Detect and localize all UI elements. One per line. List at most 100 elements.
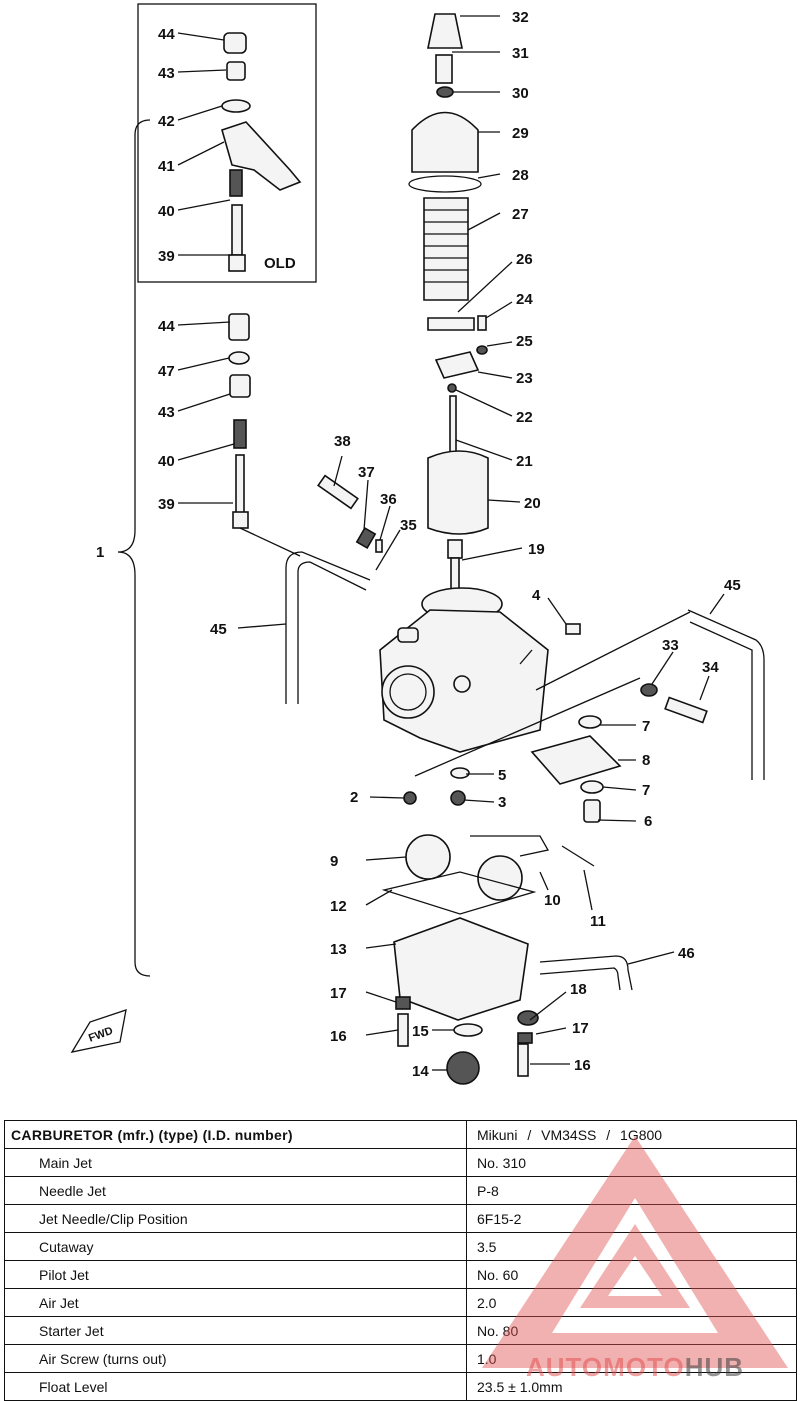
callout-17a: 17 [330,985,347,1002]
callout-7b: 7 [642,782,650,799]
row-value: No. 310 [466,1148,797,1177]
old-parts-group [221,32,302,272]
callout-33: 33 [662,637,679,654]
right-side-parts [530,623,708,823]
row-value: 2.0 [466,1288,797,1317]
leader-lines [177,15,725,1071]
row-value: P-8 [466,1176,797,1205]
row-value: 3.5 [466,1232,797,1261]
callout-26: 26 [516,251,533,268]
screws-36-38 [317,474,383,553]
assembly-brace [117,119,151,977]
callout-2: 2 [350,789,358,806]
callout-45a: 45 [210,621,227,638]
table-row: Air Screw (turns out)1.0 [4,1344,797,1373]
callout-43b: 43 [158,404,175,421]
callout-30: 30 [512,85,529,102]
callout-42: 42 [158,113,175,130]
row-value: 23.5 ± 1.0mm [466,1372,797,1401]
callout-10: 10 [544,892,561,909]
callout-9: 9 [330,853,338,870]
callout-44a: 44 [158,26,175,43]
callout-36: 36 [380,491,397,508]
callout-28: 28 [512,167,529,184]
fwd-arrow-icon: FWD [70,1009,127,1053]
row-label: Main Jet [4,1148,467,1177]
table-header-row: CARBURETOR (mfr.) (type) (I.D. number) M… [4,1120,797,1149]
callout-22: 22 [516,409,533,426]
throttle-top-stack [408,13,489,597]
row-label: Cutaway [4,1232,467,1261]
header-label: CARBURETOR (mfr.) (type) (I.D. number) [4,1120,467,1149]
carburetor-exploded-diagram: OLD [70,3,765,1085]
float-bowl-group [381,834,595,1085]
row-label: Jet Needle/Clip Position [4,1204,467,1233]
callout-20: 20 [524,495,541,512]
callout-11: 11 [590,913,606,930]
row-value: No. 60 [466,1260,797,1289]
row-label: Air Screw (turns out) [4,1344,467,1373]
callout-34: 34 [702,659,719,676]
row-value: 1.0 [466,1344,797,1373]
callout-12: 12 [330,898,347,915]
header-value: Mikuni / VM34SS / 1G800 [466,1120,797,1149]
callout-29: 29 [512,125,529,142]
callout-41: 41 [158,158,175,175]
callout-40a: 40 [158,203,175,220]
callout-27: 27 [512,206,529,223]
callout-18: 18 [570,981,587,998]
callout-19: 19 [528,541,545,558]
row-value: 6F15-2 [466,1204,797,1233]
callout-3: 3 [498,794,506,811]
callout-43a: 43 [158,65,175,82]
callout-24: 24 [516,291,533,308]
callout-16a: 16 [330,1028,347,1045]
callout-47: 47 [158,363,175,380]
callout-8: 8 [642,752,650,769]
callout-21: 21 [516,453,533,470]
callout-5: 5 [498,767,506,784]
fwd-label: FWD [87,1025,115,1045]
callout-40b: 40 [158,453,175,470]
callout-39b: 39 [158,496,175,513]
callout-38: 38 [334,433,351,450]
callout-45b: 45 [724,577,741,594]
callout-16b: 16 [574,1057,591,1074]
callout-4: 4 [532,587,541,604]
callout-6: 6 [644,813,652,830]
callout-37: 37 [358,464,375,481]
old-parts-inset-box [137,3,317,283]
row-label: Starter Jet [4,1316,467,1345]
callout-14: 14 [412,1063,429,1080]
callout-31: 31 [512,45,529,62]
callout-17b: 17 [572,1020,589,1037]
row-label: Air Jet [4,1288,467,1317]
old-label: OLD [264,255,296,272]
hoses [239,527,765,991]
callout-labels: 1 2 3 4 5 6 7 7 8 9 10 11 12 13 14 15 16… [96,9,741,1080]
callout-35: 35 [400,517,417,534]
callout-39a: 39 [158,248,175,265]
callout-23: 23 [516,370,533,387]
row-value: No. 80 [466,1316,797,1345]
callout-1: 1 [96,544,104,561]
carburetor-body [379,587,549,806]
callout-32: 32 [512,9,529,26]
carburetor-spec-table: CARBURETOR (mfr.) (type) (I.D. number) M… [4,1120,797,1401]
row-label: Float Level [4,1372,467,1401]
row-label: Needle Jet [4,1176,467,1205]
callout-44b: 44 [158,318,175,335]
callout-13: 13 [330,941,347,958]
callout-15: 15 [412,1023,429,1040]
pilot-parts-group [228,313,251,529]
callout-25: 25 [516,333,533,350]
callout-7a: 7 [642,718,650,735]
